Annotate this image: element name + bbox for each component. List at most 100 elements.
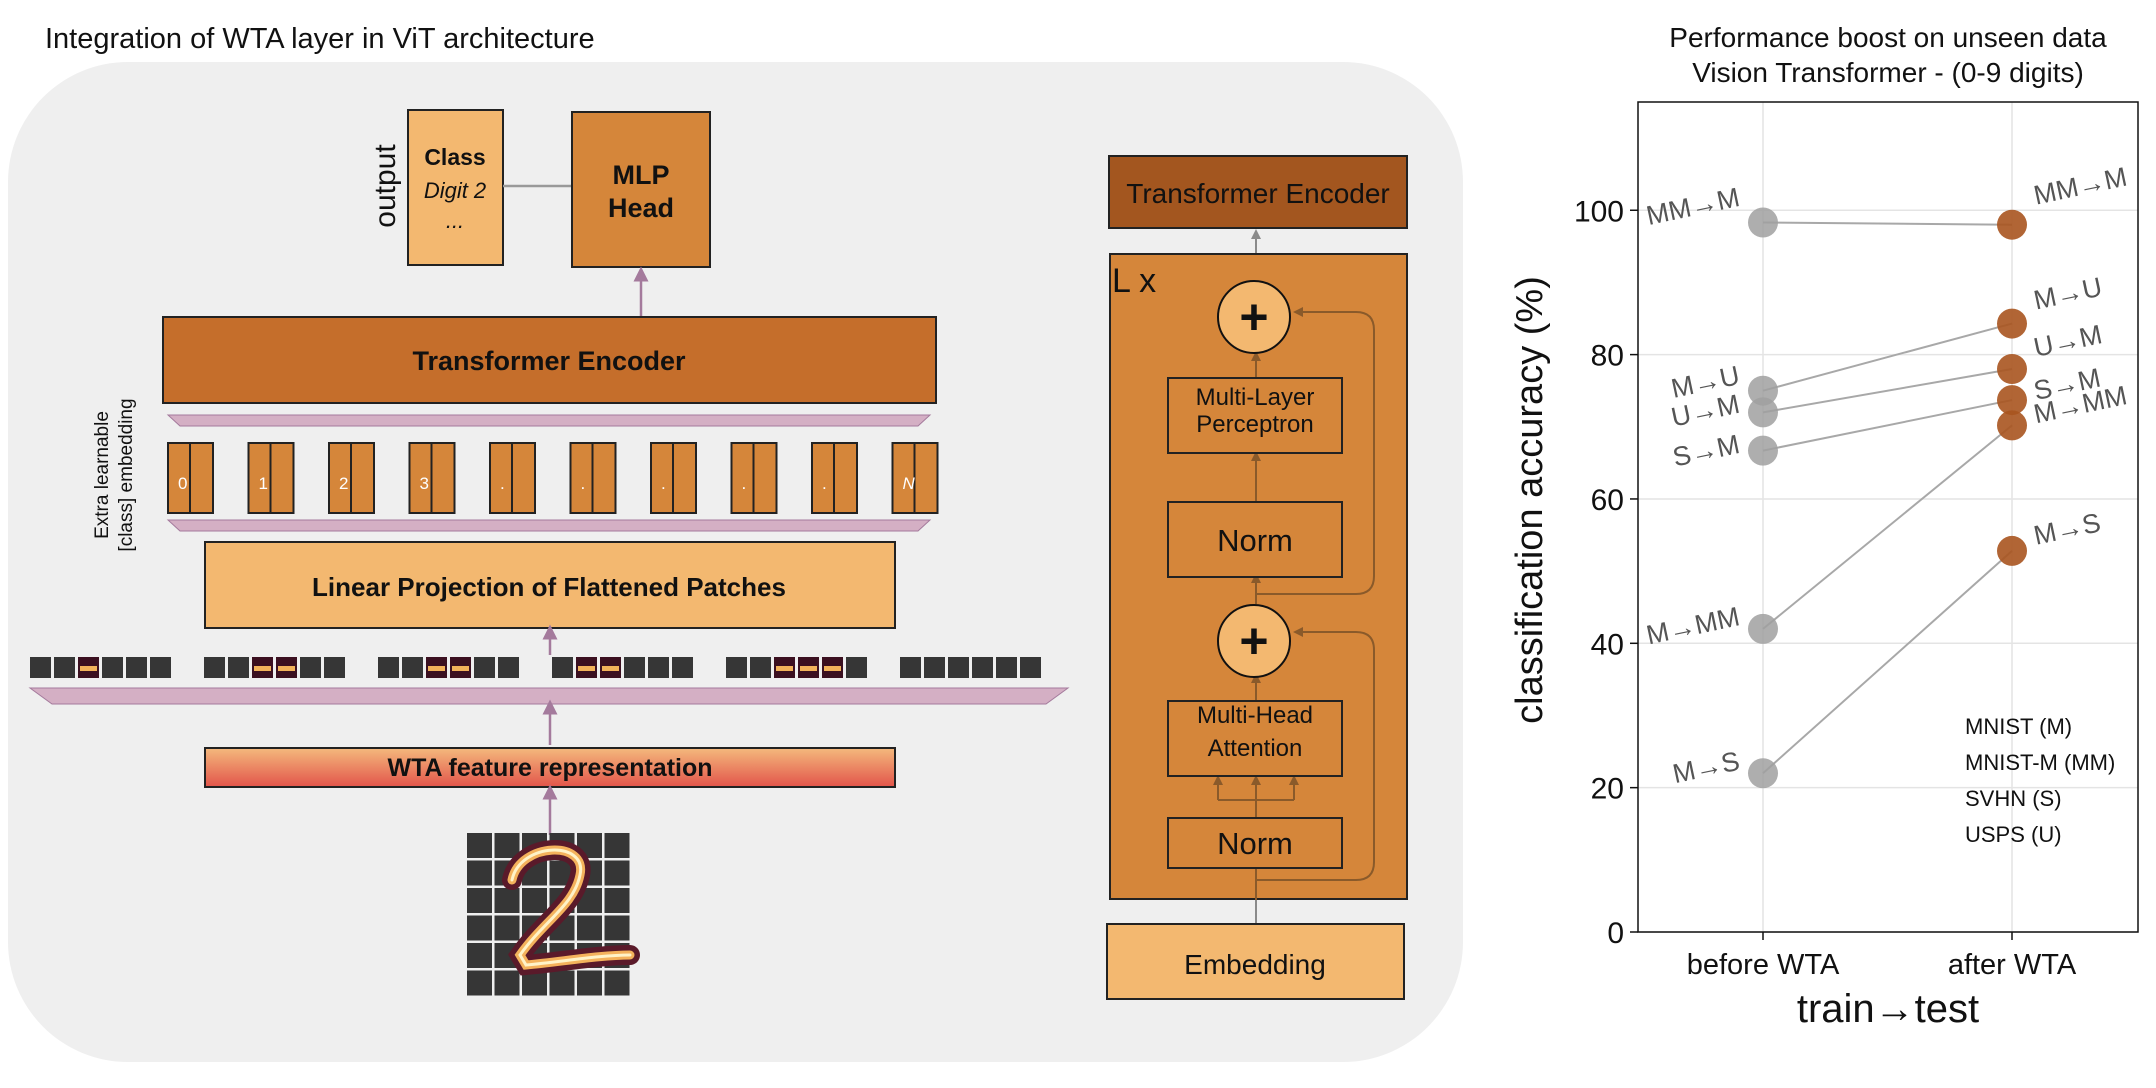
embedding-box: Embedding <box>1106 923 1405 1000</box>
digit-cell <box>494 915 520 941</box>
patch-token-index: 3 <box>420 474 429 493</box>
patch-stroke <box>824 666 841 671</box>
wta-feature-label: WTA feature representation <box>387 754 712 782</box>
patch-stroke <box>80 666 97 671</box>
residual-add-top: + <box>1217 280 1291 354</box>
patch-token-index: . <box>822 474 827 493</box>
after-point-label: U→M <box>2031 319 2105 363</box>
before-point <box>1748 207 1778 238</box>
chart-points <box>1748 207 2027 789</box>
digit-cell <box>604 888 630 913</box>
projection-trapezoid <box>166 519 932 532</box>
patch-cell <box>324 657 345 678</box>
digit-cell <box>467 915 492 941</box>
encoder-detail-title: Transformer Encoder <box>1126 178 1390 209</box>
patch-stroke <box>278 666 295 671</box>
legend-line-2: MNIST-M (MM) <box>1965 750 2115 775</box>
patch-token-index: . <box>742 474 747 493</box>
digit-cell <box>577 915 602 941</box>
wta-feature-box: WTA feature representation <box>204 747 896 788</box>
patch-token: 0 <box>167 442 214 514</box>
mlp-head-line1: MLP <box>613 160 670 190</box>
series-line <box>1762 550 2013 774</box>
before-point <box>1748 758 1778 789</box>
mlp-head-line2: Head <box>608 193 674 223</box>
class-ellipsis: ... <box>446 208 464 233</box>
patch-cell <box>846 657 867 678</box>
class-label: Class <box>424 144 485 170</box>
legend-line-4: USPS (U) <box>1965 822 2062 847</box>
before-point-label: MM→M <box>1644 182 1743 231</box>
legend-line-3: SVHN (S) <box>1965 786 2062 811</box>
chart-series-lines <box>1762 221 2013 774</box>
patch-cell <box>726 657 747 678</box>
y-tick-label: 80 <box>1591 340 1624 373</box>
series-line <box>1762 399 2013 452</box>
y-tick-label: 100 <box>1574 195 1624 228</box>
chart-subtitle: Vision Transformer - (0-9 digits) <box>1692 57 2084 88</box>
patch-stroke <box>578 666 595 671</box>
patch-cell <box>552 657 573 678</box>
chart-title: Performance boost on unseen data <box>1669 22 2107 53</box>
input-digit-image <box>467 833 640 996</box>
patch-token: . <box>730 442 778 514</box>
mlp-line2: Perceptron <box>1196 411 1313 438</box>
patch-cell <box>474 657 495 678</box>
extra-embedding-line2: [class] embedding <box>116 398 137 551</box>
after-point-label: M→U <box>2031 272 2105 316</box>
extra-embedding-line1: Extra learnable <box>92 411 113 539</box>
norm-label-bottom: Norm <box>1217 826 1293 861</box>
digit-cell <box>467 833 492 858</box>
before-point <box>1748 375 1778 406</box>
repeat-label: L x <box>1112 262 1156 300</box>
chart-legend: MNIST (M) MNIST-M (MM) SVHN (S) USPS (U) <box>1965 714 2115 847</box>
series-line <box>1762 322 2013 392</box>
patch-token: 1 <box>247 442 295 514</box>
y-tick-label: 40 <box>1591 628 1624 661</box>
patch-cell <box>402 657 423 678</box>
attention-line2: Attention <box>1208 735 1303 762</box>
patch-cell <box>204 657 225 678</box>
transformer-encoder-label: Transformer Encoder <box>412 346 686 376</box>
before-point-label: M→S <box>1670 746 1742 789</box>
digit-stroke-core <box>510 848 632 967</box>
digit-cell <box>467 860 492 886</box>
patch-cell <box>30 657 51 678</box>
panel-title: Integration of WTA layer in ViT architec… <box>45 23 595 55</box>
vit-architecture-panel: Integration of WTA layer in ViT architec… <box>8 23 1463 1062</box>
digit-cell <box>522 888 547 913</box>
patch-cell <box>900 657 921 678</box>
y-tick-label: 20 <box>1591 773 1624 806</box>
digit-cell <box>467 888 492 913</box>
patch-token: . <box>489 442 536 514</box>
patch-cell <box>498 657 519 678</box>
x-tick-label: before WTA <box>1687 949 1840 981</box>
after-point-label: MM→M <box>2031 162 2130 211</box>
transformer-encoder-box: Transformer Encoder <box>162 316 937 404</box>
series-line <box>1762 368 2013 414</box>
mlp-head-box: MLP Head <box>571 111 711 268</box>
digit-cell <box>549 970 575 996</box>
before-point-label: S→M <box>1670 429 1742 472</box>
y-tick-label: 60 <box>1591 484 1624 517</box>
patch-token: . <box>811 442 858 514</box>
patch-token-index: 1 <box>259 474 268 493</box>
x-tick-label: after WTA <box>1948 949 2077 981</box>
norm-label-top: Norm <box>1217 523 1293 558</box>
patch-stroke <box>254 666 271 671</box>
patch-stroke <box>776 666 793 671</box>
flattened-patch-strip <box>30 657 1041 678</box>
residual-add-bottom: + <box>1217 604 1291 678</box>
encoder-trapezoid <box>166 414 932 427</box>
patch-cell <box>300 657 321 678</box>
patch-cell <box>150 657 171 678</box>
patch-token-index: N <box>903 474 916 493</box>
patch-cell <box>624 657 645 678</box>
patch-token: 2 <box>328 442 375 514</box>
patch-cell <box>126 657 147 678</box>
patch-cell <box>102 657 123 678</box>
patch-stroke <box>452 666 469 671</box>
mlp-block: Multi-Layer Perceptron <box>1167 377 1343 454</box>
